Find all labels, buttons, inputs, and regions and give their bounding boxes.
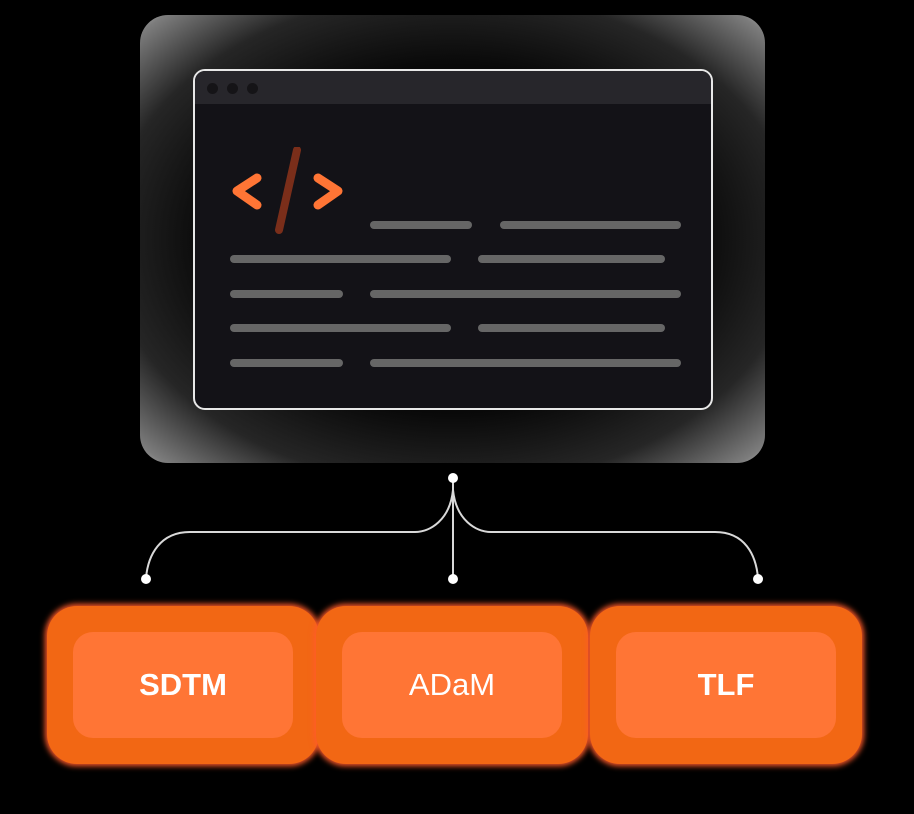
code-line: [230, 324, 451, 332]
window-dot-icon: [207, 83, 218, 94]
code-line: [478, 255, 665, 263]
connector-node-icon: [448, 574, 458, 584]
code-brackets-icon: [232, 147, 343, 234]
code-editor-window: [193, 69, 713, 410]
connector-node-icon: [448, 473, 458, 483]
output-label: ADaM: [342, 632, 562, 738]
output-label: TLF: [616, 632, 836, 738]
code-line: [500, 221, 681, 229]
code-line: [230, 359, 343, 367]
code-line: [230, 290, 343, 298]
code-line: [370, 290, 681, 298]
code-line: [370, 221, 472, 229]
code-line: [370, 359, 681, 367]
output-adam: ADaM: [316, 606, 588, 764]
code-line: [478, 324, 665, 332]
connector-node-icon: [141, 574, 151, 584]
output-label: SDTM: [73, 632, 293, 738]
window-dot-icon: [247, 83, 258, 94]
code-line: [230, 255, 451, 263]
connector-node-icon: [753, 574, 763, 584]
window-titlebar: [195, 71, 711, 104]
output-sdtm: SDTM: [47, 606, 319, 764]
output-tlf: TLF: [590, 606, 862, 764]
window-dot-icon: [227, 83, 238, 94]
